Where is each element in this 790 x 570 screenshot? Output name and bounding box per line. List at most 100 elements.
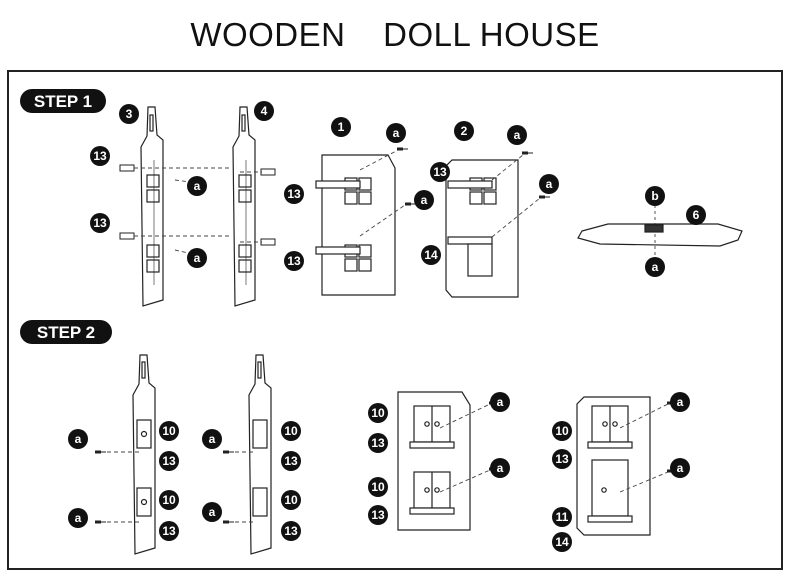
- svg-text:10: 10: [162, 424, 176, 438]
- svg-text:a: a: [497, 461, 504, 475]
- guide-lines-step2-posts: [100, 451, 256, 523]
- svg-text:a: a: [546, 177, 553, 191]
- svg-text:10: 10: [284, 424, 298, 438]
- callout-13-s2a: 13: [159, 451, 179, 471]
- callout-11-s2: 11: [552, 507, 572, 527]
- svg-text:13: 13: [371, 508, 385, 522]
- callout-10-s2f: 10: [368, 477, 388, 497]
- svg-text:10: 10: [284, 493, 298, 507]
- svg-text:13: 13: [284, 524, 298, 538]
- callout-13-s2e: 13: [368, 433, 388, 453]
- svg-text:2: 2: [461, 124, 468, 138]
- step2-post-left: [132, 354, 156, 555]
- callout-13-s1a: 13: [90, 146, 110, 166]
- callout-a-s1d: a: [414, 190, 434, 210]
- svg-text:14: 14: [424, 248, 438, 262]
- guide-lines-step2-panel-right: [619, 403, 669, 493]
- title-word-1: WOODEN: [190, 16, 346, 53]
- callout-a-s2g: a: [670, 392, 690, 412]
- callout-a-s2a: a: [68, 429, 88, 449]
- callout-13-s2b: 13: [159, 521, 179, 541]
- step-1-label: STEP 1: [34, 92, 92, 111]
- svg-text:b: b: [651, 189, 658, 203]
- step-2-badge: STEP 2: [20, 320, 112, 344]
- callout-13-s2d: 13: [281, 521, 301, 541]
- callout-13-s1c: 13: [284, 184, 304, 204]
- callout-13-s2c: 13: [281, 451, 301, 471]
- callout-13-s1d: 13: [284, 251, 304, 271]
- callout-a-s2b: a: [68, 508, 88, 528]
- callout-10-s2c: 10: [281, 421, 301, 441]
- callout-10-s2d: 10: [281, 490, 301, 510]
- callout-10-s2b: 10: [159, 490, 179, 510]
- callout-part-3: 3: [119, 104, 139, 124]
- svg-text:a: a: [514, 128, 521, 142]
- svg-text:a: a: [677, 395, 684, 409]
- wall-panel-part-2: [445, 159, 519, 298]
- title-word-2: DOLL HOUSE: [383, 16, 600, 53]
- svg-text:a: a: [209, 505, 216, 519]
- callout-part-2: 2: [454, 121, 474, 141]
- callout-a-s2d: a: [202, 502, 222, 522]
- svg-text:13: 13: [287, 254, 301, 268]
- callout-b: b: [645, 186, 665, 206]
- svg-text:13: 13: [93, 149, 107, 163]
- callout-a-floor: a: [645, 257, 665, 277]
- post-part-4: [232, 106, 256, 307]
- callout-a-s2e: a: [490, 392, 510, 412]
- callout-a-s1c: a: [386, 123, 406, 143]
- callout-a-s2f: a: [490, 458, 510, 478]
- svg-text:a: a: [677, 461, 684, 475]
- callout-a-s1f: a: [539, 174, 559, 194]
- svg-text:13: 13: [93, 216, 107, 230]
- guide-lines-panel1: [359, 149, 406, 237]
- callout-13-s2f: 13: [368, 505, 388, 525]
- svg-text:a: a: [497, 395, 504, 409]
- svg-text:a: a: [209, 432, 216, 446]
- step-1-badge: STEP 1: [20, 89, 106, 113]
- callout-part-6: 6: [686, 205, 706, 225]
- svg-text:13: 13: [284, 454, 298, 468]
- svg-text:a: a: [194, 179, 201, 193]
- step-2-label: STEP 2: [37, 323, 95, 342]
- callout-10-s2e: 10: [368, 403, 388, 423]
- step2-panel-right: [576, 396, 651, 536]
- svg-text:10: 10: [555, 424, 569, 438]
- callout-13-s1e: 13: [430, 162, 450, 182]
- svg-text:a: a: [194, 251, 201, 265]
- callout-part-4: 4: [254, 101, 274, 121]
- svg-text:11: 11: [556, 510, 569, 524]
- svg-text:10: 10: [162, 493, 176, 507]
- callout-13-s2g: 13: [552, 449, 572, 469]
- svg-text:6: 6: [693, 208, 700, 222]
- svg-text:13: 13: [371, 436, 385, 450]
- callout-10-s2g: 10: [552, 421, 572, 441]
- callout-a-s2c: a: [202, 429, 222, 449]
- svg-text:14: 14: [555, 535, 569, 549]
- page-title: WOODEN DOLL HOUSE: [0, 16, 790, 54]
- callout-a-s1e: a: [507, 125, 527, 145]
- svg-text:13: 13: [162, 524, 176, 538]
- svg-text:4: 4: [261, 104, 268, 118]
- callout-a-s1a: a: [187, 176, 207, 196]
- svg-text:13: 13: [162, 454, 176, 468]
- guide-lines-step2-panel-left: [439, 403, 491, 493]
- callout-10-s2a: 10: [159, 421, 179, 441]
- svg-text:13: 13: [433, 165, 447, 179]
- callout-part-1: 1: [331, 117, 351, 137]
- guide-lines-panel2: [491, 154, 541, 238]
- floor-part-6: [577, 223, 743, 247]
- svg-text:a: a: [75, 432, 82, 446]
- callout-14-s1: 14: [421, 245, 441, 265]
- callout-14-s2: 14: [552, 532, 572, 552]
- svg-text:10: 10: [371, 480, 385, 494]
- post-part-3: [140, 106, 164, 307]
- svg-text:13: 13: [287, 187, 301, 201]
- svg-text:a: a: [393, 126, 400, 140]
- callout-13-s1b: 13: [90, 213, 110, 233]
- svg-text:13: 13: [555, 452, 569, 466]
- guide-lines-step1: [134, 167, 262, 256]
- svg-text:10: 10: [371, 406, 385, 420]
- callout-a-s2h: a: [670, 458, 690, 478]
